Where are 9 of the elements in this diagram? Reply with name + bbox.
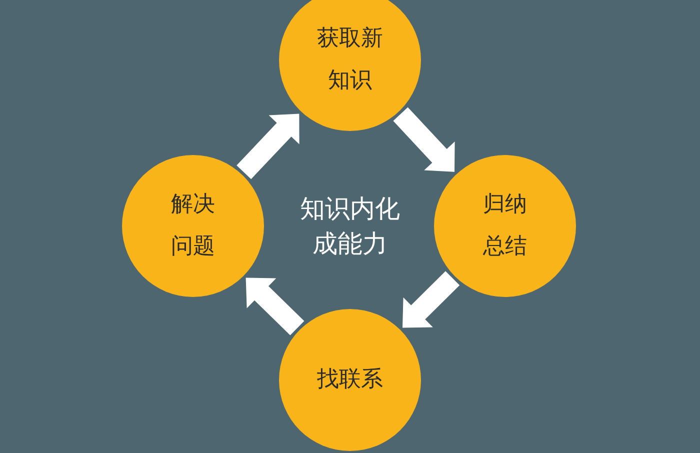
node-label: 找联系: [316, 366, 384, 394]
center-title: 知识内化成能力: [299, 193, 401, 260]
block-arrow: [236, 114, 300, 180]
node-label: 归纳总结: [482, 191, 528, 261]
block-arrow: [246, 278, 304, 336]
block-arrow: [402, 271, 460, 328]
node-label: 解决问题: [170, 191, 216, 261]
node-label: 获取新知识: [316, 25, 384, 95]
block-arrow: [393, 107, 455, 172]
